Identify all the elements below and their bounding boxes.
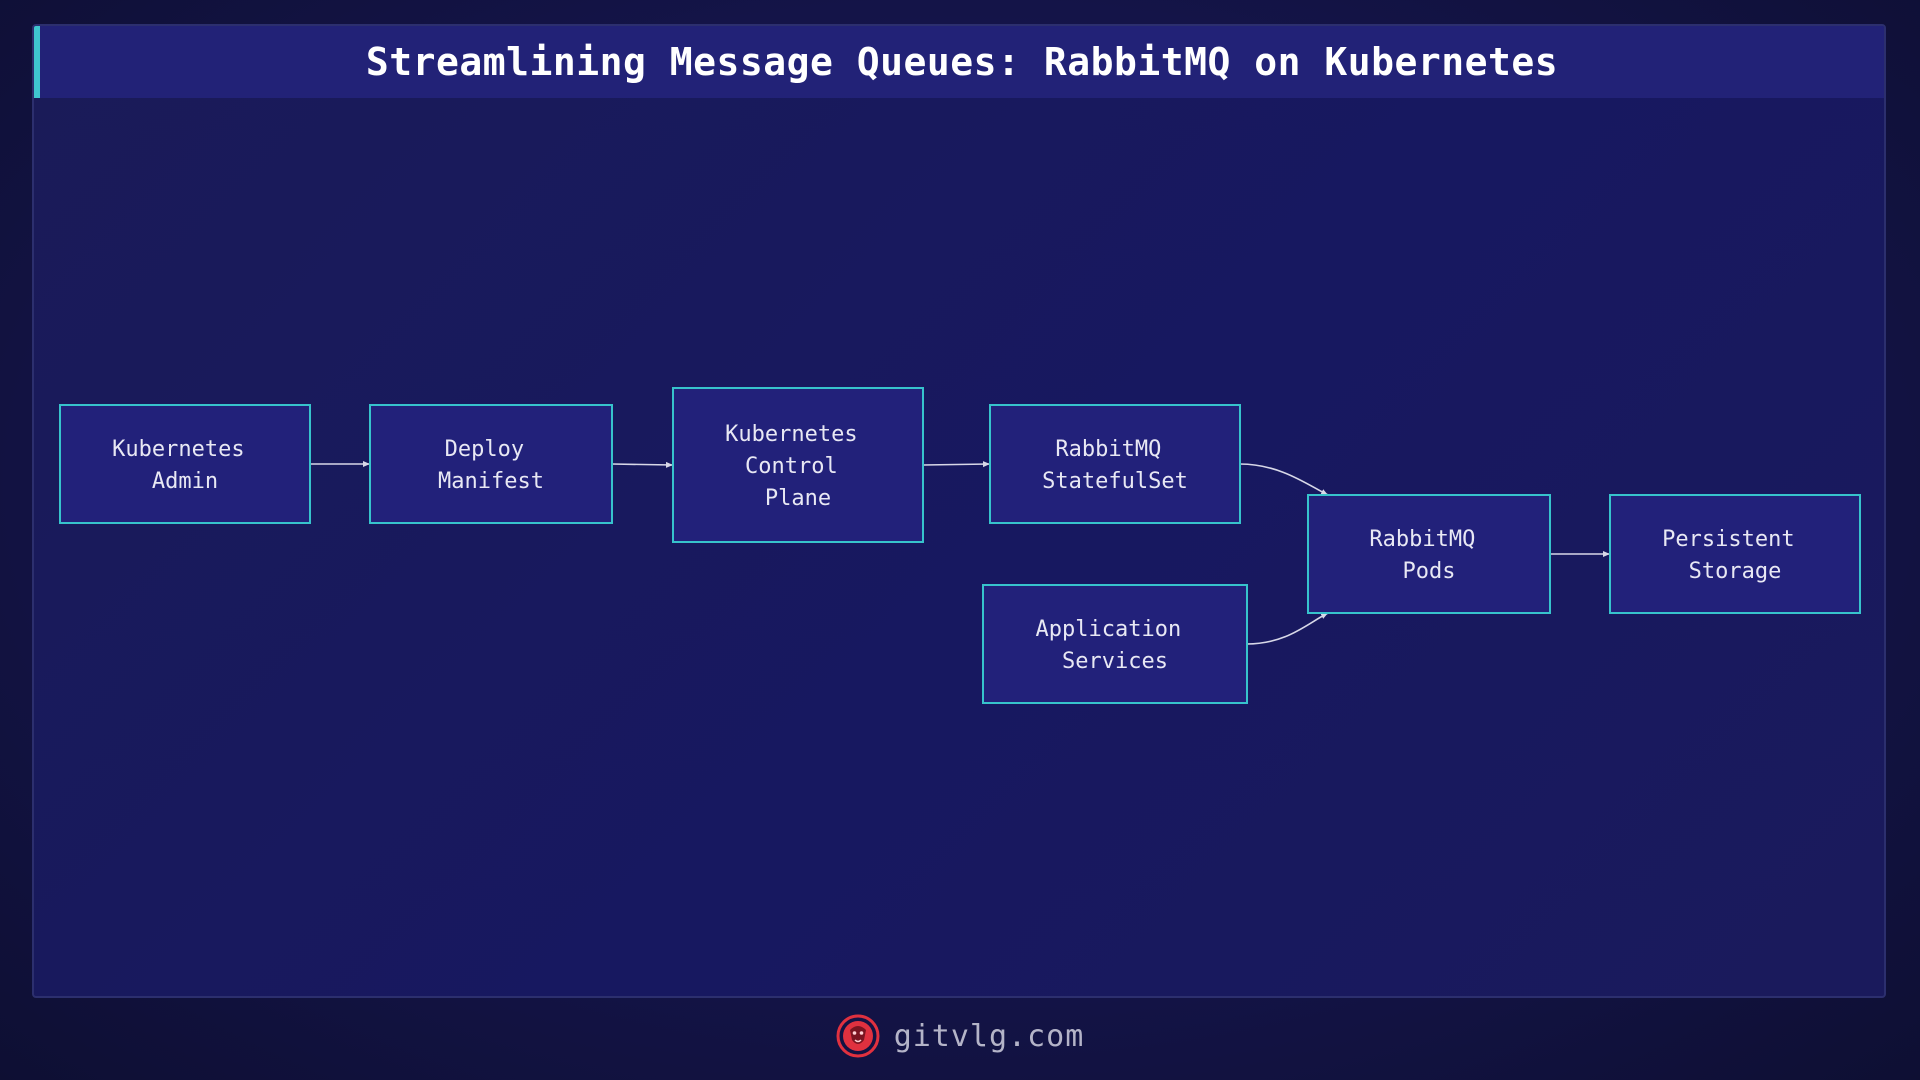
node-rabbitmq-pods: RabbitMQ Pods	[1307, 494, 1551, 614]
title-bar: Streamlining Message Queues: RabbitMQ on…	[34, 26, 1884, 98]
node-label-line: Admin	[152, 469, 218, 494]
node-label-line: StatefulSet	[1042, 469, 1188, 494]
node-rabbitmq-statefulset: RabbitMQ StatefulSet	[989, 404, 1241, 524]
edge-manifest-to-control-plane	[611, 461, 674, 468]
node-box	[1307, 494, 1551, 614]
edge-app-services-to-pods	[1246, 612, 1329, 645]
diagram-title: Streamlining Message Queues: RabbitMQ on…	[365, 40, 1559, 84]
node-application-services: Application Services	[982, 584, 1248, 704]
node-box	[672, 387, 924, 543]
node-box	[982, 584, 1248, 704]
node-persistent-storage: Persistent Storage	[1609, 494, 1861, 614]
node-label-line: RabbitMQ	[1055, 437, 1161, 462]
node-box	[1609, 494, 1861, 614]
node-box	[369, 404, 613, 524]
node-label-line: Application	[1036, 617, 1182, 642]
node-label-line: Deploy	[445, 437, 524, 462]
node-label-line: Services	[1062, 649, 1168, 674]
node-label-line: Control	[745, 454, 838, 479]
node-label-line: Kubernetes	[725, 422, 857, 447]
node-deploy-manifest: Deploy Manifest	[369, 404, 613, 524]
node-label: Application Services	[1036, 617, 1195, 674]
diagram-panel: Streamlining Message Queues: RabbitMQ on…	[32, 24, 1886, 998]
node-label-line: Manifest	[438, 469, 544, 494]
node-label: RabbitMQ StatefulSet	[1042, 437, 1188, 494]
lion-head-icon	[836, 1014, 880, 1058]
edge-statefulset-to-pods	[1239, 463, 1329, 496]
node-box	[989, 404, 1241, 524]
footer: gitvlg.com	[0, 1008, 1920, 1064]
node-label: RabbitMQ Pods	[1369, 527, 1488, 584]
node-label-line: Plane	[765, 486, 831, 511]
node-label: Kubernetes Admin	[112, 437, 258, 494]
node-box	[59, 404, 311, 524]
node-label-line: Pods	[1403, 559, 1456, 584]
node-kubernetes-control-plane: Kubernetes Control Plane	[672, 387, 924, 543]
edges-layer	[310, 461, 1610, 645]
node-label: Kubernetes Control Plane	[725, 422, 871, 511]
nodes-layer: Kubernetes Admin Deploy Manifest Kuberne…	[59, 387, 1861, 704]
node-label: Deploy Manifest	[438, 437, 544, 494]
node-label-line: RabbitMQ	[1369, 527, 1475, 552]
node-kubernetes-admin: Kubernetes Admin	[59, 404, 311, 524]
node-label-line: Persistent	[1662, 527, 1794, 552]
edge-control-plane-to-statefulset	[922, 461, 991, 468]
node-label: Persistent Storage	[1662, 527, 1808, 584]
node-label-line: Storage	[1689, 559, 1782, 584]
node-label-line: Kubernetes	[112, 437, 244, 462]
footer-site-text: gitvlg.com	[893, 1018, 1085, 1054]
